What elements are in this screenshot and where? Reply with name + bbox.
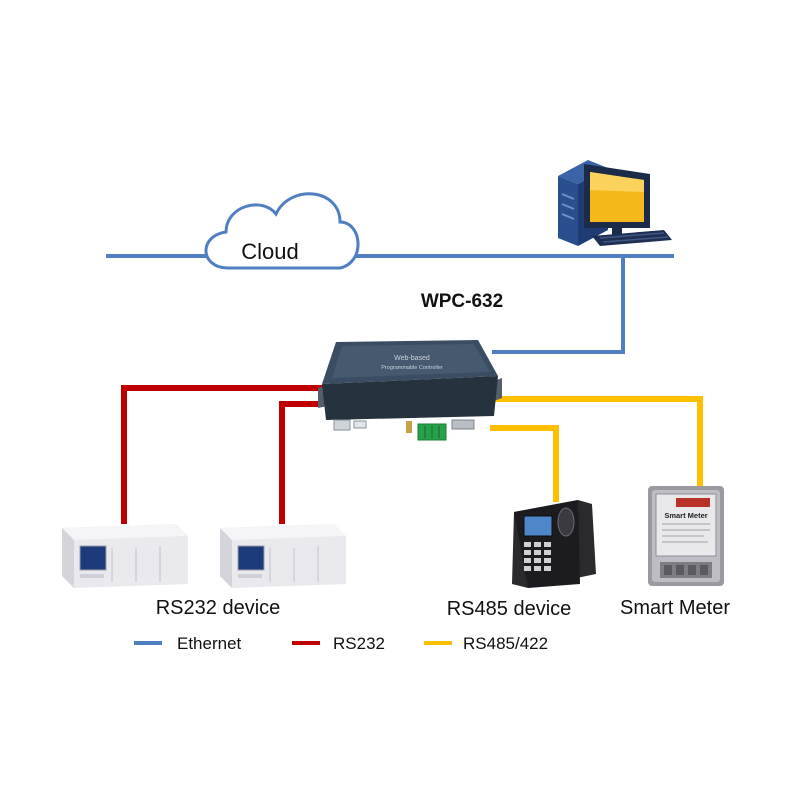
rs232-lines [121, 385, 324, 524]
smart-meter-label: Smart Meter [620, 597, 730, 619]
rs485-device-label: RS485 device [447, 598, 572, 620]
usb-port [353, 420, 367, 429]
rs485-line-terminal [490, 425, 559, 502]
legend: Ethernet RS232 RS485/422 [134, 634, 548, 653]
meter-display [676, 498, 710, 507]
ethernet-lines [106, 254, 674, 354]
rs232-line-outer [121, 385, 324, 524]
controller-text-line1: Web-based [394, 355, 430, 362]
rs232-line-inner [279, 401, 324, 524]
ethernet-port [333, 419, 351, 431]
legend-label-rs232: RS232 [333, 634, 385, 653]
meter-face-label: Smart Meter [664, 511, 707, 520]
plc-device-2 [220, 524, 346, 588]
plc-device-1 [62, 524, 188, 588]
rs485-line-meter [490, 396, 703, 490]
fingerprint-terminal [512, 500, 596, 588]
fingerprint-sensor [557, 507, 575, 537]
computer-icon [558, 160, 672, 246]
cloud-label: Cloud [241, 239, 298, 264]
antenna-connector [406, 421, 412, 433]
serial-port [451, 419, 475, 430]
smart-meter: Smart Meter [648, 486, 724, 586]
cloud-icon: Cloud [204, 192, 360, 270]
rs485-lines [490, 396, 703, 502]
controller-text-line2: Programmable Controller [381, 365, 443, 371]
legend-label-ethernet: Ethernet [177, 634, 242, 653]
terminal-screen [523, 515, 553, 537]
legend-label-rs485: RS485/422 [463, 634, 548, 653]
rs232-device-label: RS232 device [156, 597, 281, 619]
controller-device: Web-based Programmable Controller [318, 340, 502, 441]
ethernet-drop-to-controller [492, 256, 625, 354]
controller-title: WPC-632 [421, 291, 503, 312]
